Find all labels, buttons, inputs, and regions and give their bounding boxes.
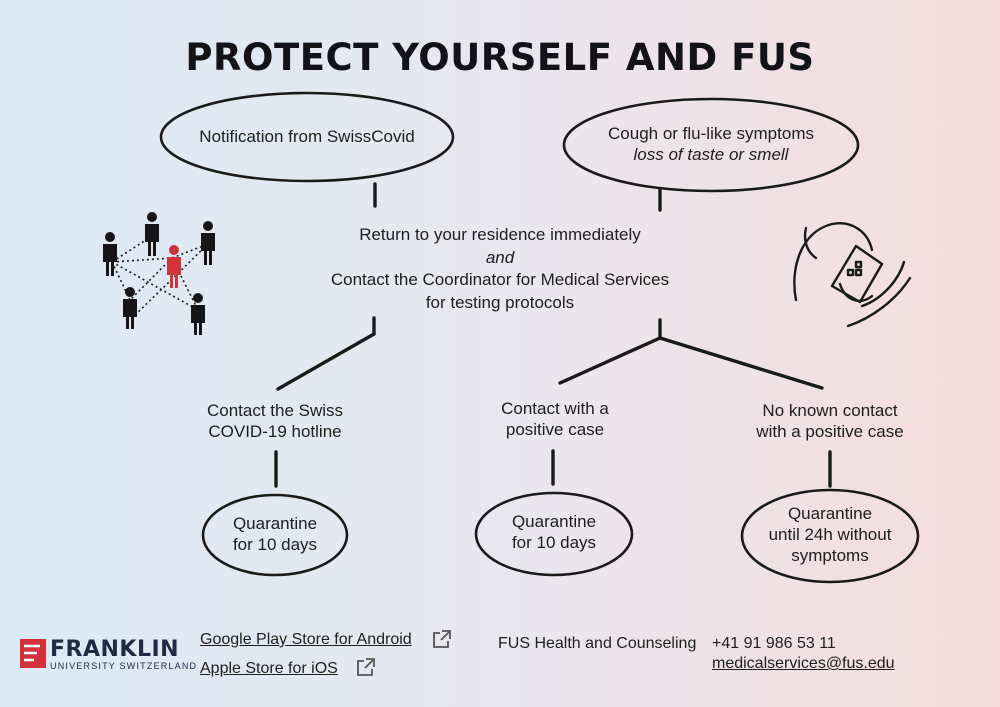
contact-network-icon [103, 212, 215, 335]
contact-phone[interactable]: +41 91 986 53 11 [712, 635, 836, 652]
outcome-right: Quarantine until 24h without symptoms [742, 503, 918, 566]
apple-store-link[interactable]: Apple Store for iOS [200, 660, 338, 677]
outcome-right-line2: until 24h without [768, 525, 892, 544]
franklin-logo-text: FRANKLIN [50, 637, 180, 662]
franklin-logo-mark [20, 639, 46, 668]
branch-positive-line2: positive case [505, 420, 605, 439]
franklin-logo-subtitle: UNIVERSITY SWITZERLAND [50, 661, 198, 671]
branch-noknown-line1: No known contact [762, 401, 898, 420]
instruction-and: and [485, 247, 515, 267]
instruction-block: Return to your residence immediately and… [300, 224, 700, 314]
contact-email-link[interactable]: medicalservices@fus.edu [712, 655, 895, 672]
external-link-icon[interactable] [433, 630, 451, 648]
external-link-icon[interactable] [357, 658, 375, 676]
outcome-left: Quarantine for 10 days [203, 513, 347, 555]
branch-positive-line1: Contact with a [501, 399, 609, 418]
connector-lines [274, 182, 832, 488]
instruction-line1: Return to your residence immediately [359, 225, 641, 244]
oval-quarantine-right [740, 488, 920, 584]
branch-hotline: Contact the Swiss COVID-19 hotline [180, 400, 370, 442]
outcome-left-line2: for 10 days [232, 535, 318, 554]
google-play-link[interactable]: Google Play Store for Android [200, 631, 412, 648]
branch-positive: Contact with a positive case [460, 398, 650, 440]
instruction-line4: for testing protocols [425, 292, 575, 312]
branch-noknown: No known contact with a positive case [725, 400, 935, 442]
outcome-left-line1: Quarantine [232, 514, 318, 533]
page-title: PROTECT YOURSELF AND FUS [185, 36, 815, 79]
phone-call-icon [793, 222, 912, 328]
outcome-right-line1: Quarantine [787, 504, 873, 523]
oval-swisscovid-text: Notification from SwissCovid [199, 127, 415, 146]
oval-symptoms [562, 97, 860, 193]
oval-quarantine-middle [474, 491, 634, 577]
instruction-line3: Contact the Coordinator for Medical Serv… [330, 270, 670, 289]
oval-quarantine-left [201, 493, 349, 577]
outcome-middle-line1: Quarantine [511, 512, 597, 531]
branch-hotline-line1: Contact the Swiss [206, 401, 344, 420]
symptoms-line1: Cough or flu-like symptoms [608, 124, 814, 143]
contact-label: FUS Health and Counseling [498, 635, 697, 652]
outcome-right-line3: symptoms [791, 546, 869, 565]
oval-swisscovid [159, 91, 455, 183]
branch-noknown-line2: with a positive case [756, 422, 904, 441]
outcome-middle-line2: for 10 days [511, 533, 597, 552]
oval-symptoms-text: Cough or flu-like symptoms loss of taste… [565, 123, 857, 165]
branch-hotline-line2: COVID-19 hotline [208, 422, 342, 441]
symptoms-line2: loss of taste or smell [633, 145, 789, 164]
outcome-middle: Quarantine for 10 days [476, 511, 632, 553]
